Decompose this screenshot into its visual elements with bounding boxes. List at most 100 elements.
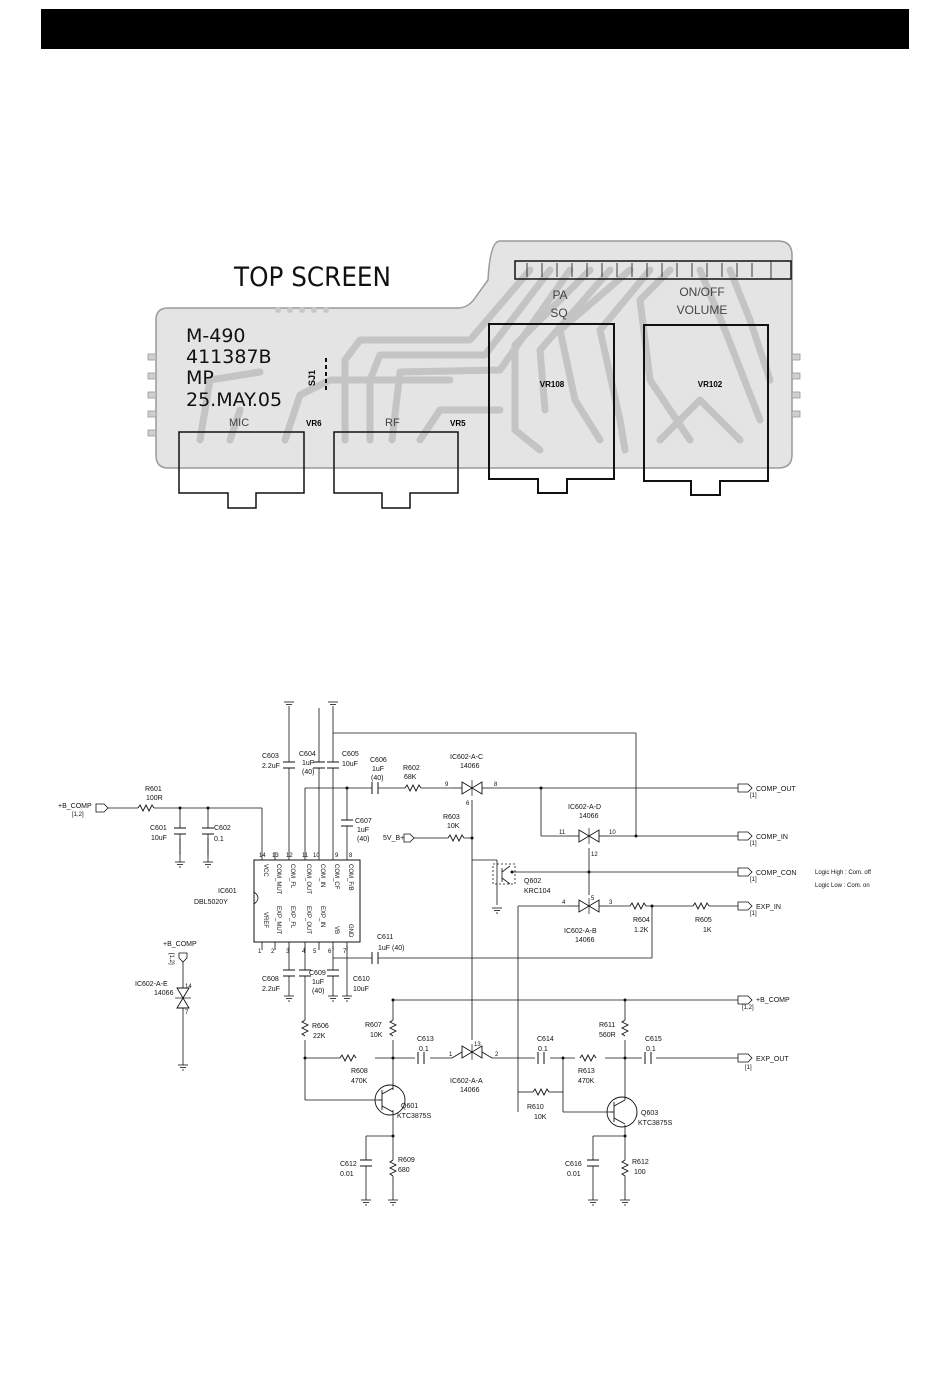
ic602-d-ref: IC602-A-D <box>568 804 601 811</box>
schematic-wires <box>108 708 738 1200</box>
ic601-pin-13: 13 <box>272 853 279 859</box>
volume-label: VOLUME <box>677 303 728 317</box>
c604-value: 1uF <box>302 760 314 767</box>
r611-ref: R611 <box>599 1022 615 1029</box>
ic602-a-pin: 2 <box>495 1052 499 1058</box>
c615-value: 0.1 <box>646 1046 656 1053</box>
c606-ref: C606 <box>370 757 387 764</box>
sj1-label: SJ1 <box>307 370 317 386</box>
c603-ref: C603 <box>262 753 279 760</box>
c616-value: 0.01 <box>567 1171 581 1178</box>
ic602-b-pin: 3 <box>609 900 613 906</box>
r609-ref: R609 <box>398 1157 415 1164</box>
ic601-top-names: VCC COM_MUT COM_FL COM_OUT COM_IN COM_CF… <box>262 864 353 895</box>
c611-ref: C611 <box>377 934 393 941</box>
ic602-a-e-symbol <box>174 987 192 1009</box>
r612-value: 100 <box>634 1169 646 1176</box>
pcb-board-line-1: M-490 <box>186 325 246 347</box>
ic601-pin-9: 9 <box>335 853 339 859</box>
net-flags <box>95 783 753 1063</box>
net-comp-con: COMP_CON <box>756 870 796 877</box>
ic602-c-ctrl-pin: 6 <box>466 801 470 807</box>
ic601-pin-11: 11 <box>302 853 309 859</box>
r603-value: 10K <box>447 823 460 830</box>
c602-value: 0.1 <box>214 836 224 843</box>
ic601-top-stubs <box>261 852 348 950</box>
resistor-symbols <box>137 783 710 1177</box>
ic602-e-pin: 7 <box>185 1010 189 1016</box>
net-5v: 5V_B+ <box>383 835 404 842</box>
ic601-top-name: COM_IN <box>319 864 325 887</box>
c604-ref: C604 <box>299 751 316 758</box>
r602-ref: R602 <box>403 765 420 772</box>
ic602-a-pin: 1 <box>449 1052 453 1058</box>
net-comp-con-ref: [1] <box>750 877 757 883</box>
c607-value: 1uF <box>357 827 369 834</box>
q602-symbol <box>501 865 511 885</box>
sq-label: SQ <box>550 306 567 320</box>
c601-value: 10uF <box>151 835 167 842</box>
net-comp-out: COMP_OUT <box>756 786 796 793</box>
q603-ref: Q603 <box>641 1110 658 1117</box>
net-exp-out-ref: [1] <box>745 1065 752 1071</box>
vr108-label: VR108 <box>540 380 565 389</box>
r613-ref: R613 <box>578 1068 595 1075</box>
c606-rating: (40) <box>371 775 383 782</box>
c613-value: 0.1 <box>419 1046 429 1053</box>
c608-value: 2.2uF <box>262 986 280 993</box>
c607-ref: C607 <box>355 818 372 825</box>
ic602-c-part: 14066 <box>460 763 480 770</box>
r605-value: 1K <box>703 927 712 934</box>
q603-value: KTC3875S <box>638 1120 673 1127</box>
q601-symbol <box>374 1084 406 1116</box>
ic601-bottom-name: VB <box>333 926 339 934</box>
c610-ref: C610 <box>353 976 370 983</box>
ic602-b-pin: 4 <box>562 900 566 906</box>
ic601-top-name: VCC <box>262 864 268 877</box>
ic601-bottom-name: EXP_FL <box>289 906 295 929</box>
r611-value: 560R <box>599 1032 616 1039</box>
c603-value: 2.2uF <box>262 763 280 770</box>
c608-ref: C608 <box>262 976 279 983</box>
ic601-bottom-name: EXP_IN <box>319 906 325 927</box>
ic601-pin-7: 7 <box>343 949 347 955</box>
ic602-b-ref: IC602-A-B <box>564 928 597 935</box>
r606-value: 22K <box>313 1033 326 1040</box>
net-comp-in: COMP_IN <box>756 834 788 841</box>
ic601-top-name: COM_OUT <box>305 864 311 894</box>
ic601-pin-10: 10 <box>313 853 320 859</box>
part-labels: R601 100R C601 10uF C602 0.1 C603 2.2uF … <box>145 751 712 1178</box>
c606-value: 1uF <box>372 766 384 773</box>
ic602-d-pin: 12 <box>591 852 598 858</box>
vr5-outline <box>333 431 459 509</box>
ic601-top-name: COM_FL <box>289 864 295 889</box>
schematic: 14 13 12 11 10 9 8 VCC COM_MUT COM_FL CO… <box>58 701 871 1206</box>
header-bar <box>41 9 909 49</box>
logic-note-low: Logic Low : Com. on <box>815 883 870 889</box>
r607-value: 10K <box>370 1032 383 1039</box>
pcb-traces <box>196 266 774 454</box>
r606-ref: R606 <box>312 1023 329 1030</box>
ic601-pin-3: 3 <box>286 949 290 955</box>
ic602-b-part: 14066 <box>575 937 595 944</box>
r605-ref: R605 <box>695 917 712 924</box>
r601-value: 100R <box>146 795 163 802</box>
junction-dots <box>178 786 654 1138</box>
vr5-label: VR5 <box>450 419 466 428</box>
ic602-e-part: 14066 <box>154 990 174 997</box>
r602-value: 68K <box>404 774 417 781</box>
ic601-part: DBL5020Y <box>194 899 228 906</box>
c609-ref: C609 <box>309 970 326 977</box>
ic601-bottom-name: EXP_OUT <box>305 906 311 934</box>
r604-value: 1.2K <box>634 927 649 934</box>
c616-ref: C616 <box>565 1161 582 1168</box>
net-exp-in-ref: [1] <box>750 911 757 917</box>
ic602-a-b-symbol <box>578 897 600 915</box>
c611-value: 1uF (40) <box>378 945 404 952</box>
vr108-outline <box>488 323 615 494</box>
q602-ref: Q602 <box>524 878 541 885</box>
ic601-pin-4: 4 <box>302 949 306 955</box>
ic601-pin-2: 2 <box>271 949 275 955</box>
onoff-label: ON/OFF <box>679 285 724 299</box>
r601-ref: R601 <box>145 786 162 793</box>
